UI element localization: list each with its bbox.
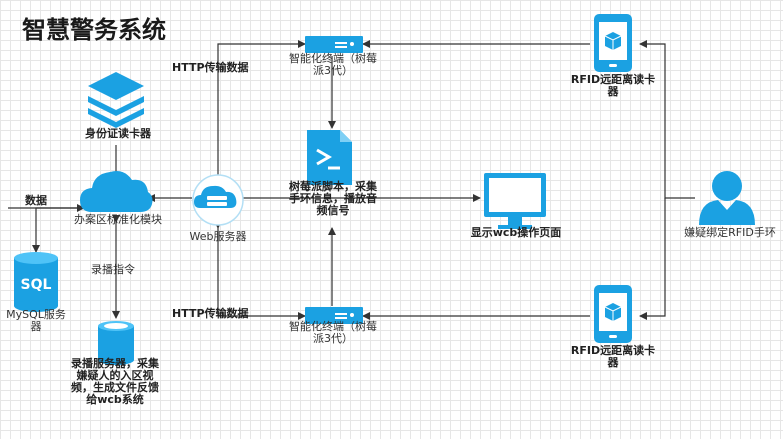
edge-suspect-to-rfid-top <box>639 40 695 199</box>
cloud-icon <box>80 171 153 212</box>
edge-module-to-mysql <box>32 207 84 253</box>
stack-layers-icon <box>88 72 144 128</box>
edge-label-http-top: HTTP传输数据 <box>172 61 249 74</box>
edge-label-record-cmd: 录播指令 <box>91 263 135 276</box>
node-rfid-bottom-label: RFID远距离读卡器 <box>570 344 656 369</box>
edge-web-to-terminal-bottom <box>214 221 306 320</box>
rfid-top-icon <box>594 14 632 72</box>
recording-database-icon <box>98 321 134 365</box>
mysql-icon-label: SQL <box>21 277 52 293</box>
monitor-icon <box>484 173 546 229</box>
node-terminal-bottom-label: 智能化终端（树莓派3代） <box>289 320 377 345</box>
node-id-reader-label: 身份证读卡器 <box>85 127 151 140</box>
node-mysql-label: MySQL服务器 <box>6 308 66 333</box>
person-icon <box>699 171 755 225</box>
node-display-label: 显示wcb操作页面 <box>470 226 562 239</box>
edge-suspect-to-rfid-bottom <box>639 198 666 320</box>
script-file-icon <box>307 130 352 185</box>
page-title: 智慧警务系统 <box>22 16 166 44</box>
node-script-label: 树莓派脚本，采集手环信息，播放音频信号 <box>289 180 377 217</box>
edge-web-to-terminal-top <box>214 40 306 182</box>
node-rfid-top-label: RFID远距离读卡器 <box>570 73 656 98</box>
database-icon <box>14 252 58 312</box>
rfid-bottom-icon <box>594 285 632 343</box>
terminal-bottom-icon <box>305 307 363 324</box>
edge-label-data: 数据 <box>25 194 47 207</box>
terminal-top-icon <box>305 36 363 53</box>
node-suspect-label: 嫌疑绑定RFID手环 <box>684 226 776 239</box>
node-recording-server-label: 录播服务器，采集嫌疑人的入区视频，生成文件反馈给wcb系统 <box>71 357 159 406</box>
web-server-icon <box>192 174 244 226</box>
node-web-server-label: Web服务器 <box>189 230 247 243</box>
node-case-module-label: 办案区标准化模块 <box>74 213 162 226</box>
node-terminal-top-label: 智能化终端（树莓派3代） <box>289 52 377 77</box>
edge-label-http-bottom: HTTP传输数据 <box>172 307 249 320</box>
